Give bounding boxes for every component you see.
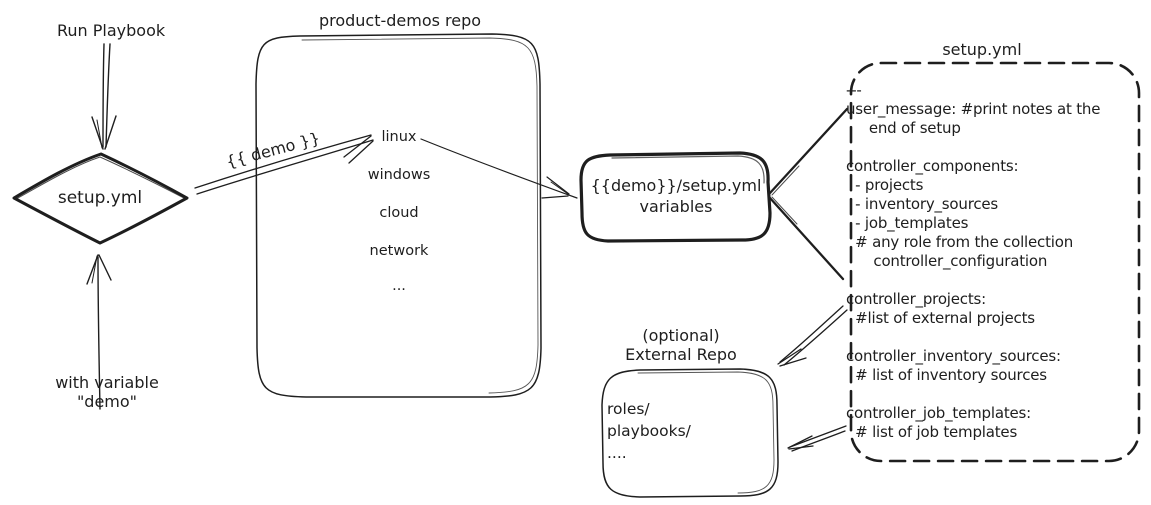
demo-arrow [194, 134, 374, 195]
variables-box-line1: {{demo}}/setup.yml [590, 176, 762, 195]
linux-to-variables-arrow [420, 138, 578, 199]
setup-yml-title: setup.yml [942, 40, 1022, 59]
variables-box-label: {{demo}}/setup.yml variables [591, 175, 762, 217]
repo-box [255, 33, 542, 398]
repo-item-ellipsis: ... [392, 278, 406, 294]
variables-to-setupyml-lines [768, 107, 849, 281]
with-variable-arrow [86, 254, 112, 410]
repo-item-windows: windows [367, 167, 431, 183]
run-playbook-arrow [91, 43, 117, 150]
repo-item-cloud: cloud [379, 205, 419, 221]
diamond-label: setup.yml [57, 188, 143, 208]
repo-title: product-demos repo [318, 11, 482, 30]
with-variable-label: with variable "demo" [55, 373, 159, 411]
with-variable-line2: "demo" [76, 392, 138, 411]
external-repo-label: (optional) External Repo [625, 326, 737, 364]
variables-box-line2: variables [639, 197, 713, 216]
repo-item-network: network [369, 243, 429, 259]
external-repo-label-line2: External Repo [625, 345, 737, 364]
with-variable-line1: with variable [55, 373, 159, 392]
setup-yml-box [849, 61, 1141, 463]
external-repo-box [601, 368, 779, 498]
templates-to-external-arrow [787, 425, 847, 452]
variables-box [579, 151, 772, 243]
run-playbook-label: Run Playbook [57, 21, 166, 40]
projects-to-external-arrow [777, 305, 848, 367]
external-repo-content: roles/ playbooks/ .... [607, 400, 691, 462]
setup-yml-content: --- user_message: #print notes at the en… [846, 81, 1101, 441]
repo-item-linux: linux [381, 129, 417, 145]
diamond-shape [12, 152, 189, 245]
external-repo-label-line1: (optional) [642, 326, 720, 345]
